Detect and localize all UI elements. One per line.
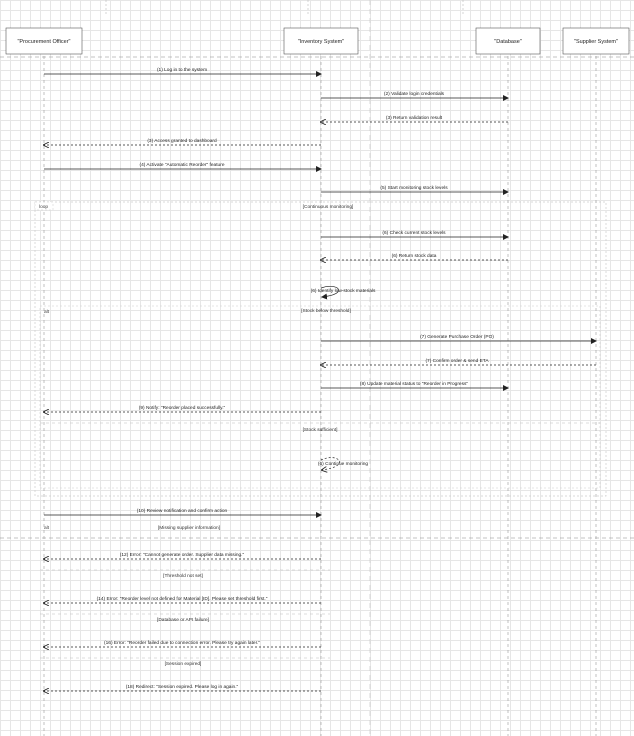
message-label: (10) Review notification and confirm act… (137, 508, 228, 514)
message-continue-self: (6) Continue monitoring (318, 457, 368, 470)
message-8: (8) Update material status to "Reorder i… (321, 381, 509, 391)
guard-database-api-failure: [Database or API failure] (157, 617, 209, 623)
actor-procurement-officer[interactable]: "Procurement Officer" (5, 27, 83, 55)
message-18: (18) Redirect: "Session expired. Please … (44, 684, 321, 691)
message-7b: (7) Confirm order & send ETA (321, 358, 596, 365)
alt-frame-stock (39, 305, 601, 489)
alt-guard-missing-supplier: [Missing supplier information] (158, 525, 220, 531)
message-9: (9) Notify: "Reorder placed successfully… (44, 405, 321, 412)
message-label: (12) Error: "Cannot generate order. Supp… (120, 552, 245, 558)
actor-supplier-system[interactable]: "Supplier System" (562, 27, 630, 55)
message-label: (7) Confirm order & send ETA (425, 358, 489, 364)
loop-guard: [Continuous monitoring] (303, 204, 354, 210)
guard-session-expired: [Session expired] (165, 661, 202, 667)
message-14: (14) Error: "Reorder level not defined f… (44, 596, 321, 603)
message-6c-self: (6) Identify low-stock materials (311, 286, 376, 300)
guard-stock-sufficient: [Stock sufficient] (303, 427, 338, 433)
messages: (1) Log in to the system (2) Validate lo… (44, 67, 597, 691)
message-label: (6) Continue monitoring (318, 461, 368, 467)
actor-label: "Supplier System" (574, 39, 618, 45)
guard-threshold-not-set: [Threshold not set] (163, 573, 203, 579)
message-label: (5) Start monitoring stock levels (380, 185, 448, 191)
message-label: (2) Validate login credentials (384, 91, 445, 97)
message-label: (4) Activate "Automatic Reorder" feature (140, 162, 225, 168)
message-10: (10) Review notification and confirm act… (44, 508, 322, 518)
message-label: (3) Return validation result (386, 115, 443, 121)
message-2: (2) Validate login credentials (321, 91, 509, 101)
actor-database[interactable]: "Database" (475, 27, 541, 55)
message-label: (9) Notify: "Reorder placed successfully… (139, 405, 226, 411)
top-guides (105, 0, 464, 736)
message-label: (16) Error: "Reorder failed due to conne… (104, 640, 260, 646)
actor-boxes: "Procurement Officer" "Inventory System"… (5, 27, 630, 55)
actor-label: "Database" (494, 39, 521, 45)
actor-label: "Inventory System" (298, 39, 344, 45)
message-label: (6) Identify low-stock materials (311, 288, 376, 294)
message-6a: (6) Check current stock levels (321, 230, 509, 240)
message-7a: (7) Generate Purchase Order (PO) (321, 334, 597, 344)
message-5: (5) Start monitoring stock levels (321, 185, 509, 195)
message-label: (7) Generate Purchase Order (PO) (420, 334, 494, 340)
message-4: (4) Activate "Automatic Reorder" feature (44, 162, 322, 172)
alt-keyword-error: alt (44, 525, 50, 531)
message-12: (12) Error: "Cannot generate order. Supp… (44, 552, 321, 559)
lifelines (43, 56, 597, 736)
alt-keyword: alt (44, 309, 50, 315)
message-label: (6) Return stock data (392, 253, 437, 259)
message-16: (16) Error: "Reorder failed due to conne… (44, 640, 321, 647)
message-label: (8) Update material status to "Reorder i… (360, 381, 468, 387)
loop-frame (34, 201, 607, 497)
actor-label: "Procurement Officer" (17, 39, 70, 45)
message-label: (18) Redirect: "Session expired. Please … (126, 684, 239, 690)
message-label: (14) Error: "Reorder level not defined f… (97, 596, 268, 602)
loop-keyword: loop (39, 204, 48, 210)
message-label: (6) Check current stock levels (382, 230, 446, 236)
message-3a: (3) Return validation result (321, 115, 508, 122)
message-1: (1) Log in to the system (44, 67, 322, 77)
actor-inventory-system[interactable]: "Inventory System" (283, 27, 359, 55)
message-label: (3) Access granted to dashboard (147, 138, 217, 144)
alt-guard-stock-below: [Stock below threshold] (301, 308, 351, 314)
message-3b: (3) Access granted to dashboard (44, 138, 321, 145)
fragments: loop [Continuous monitoring] alt [Stock … (0, 201, 634, 667)
message-6b: (6) Return stock data (321, 253, 508, 260)
message-label: (1) Log in to the system (157, 67, 207, 73)
